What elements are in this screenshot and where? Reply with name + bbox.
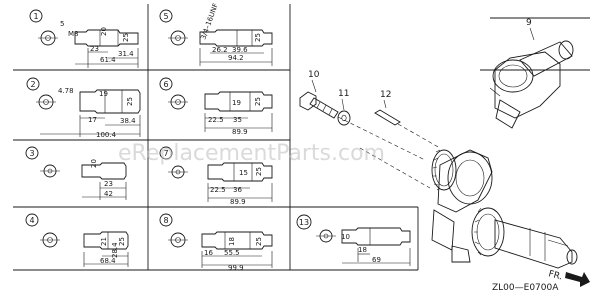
- dim-label: 26.2: [212, 46, 228, 54]
- part-number-12: 12: [380, 90, 391, 100]
- dim-label: 25: [118, 237, 126, 246]
- panel-3: 3 20 23 42: [25, 146, 127, 200]
- panel-number: 4: [29, 216, 34, 225]
- panel-number: 3: [29, 149, 34, 158]
- panel-8: 8 18 25 16 55.5 99.9: [159, 213, 273, 272]
- panel-number: 6: [163, 80, 168, 89]
- dim-label: 38.4: [120, 117, 136, 125]
- panel-7: 7 15 25 22.5 36 89.9: [159, 146, 273, 206]
- dim-label: 18: [228, 237, 236, 246]
- washer-part: 11: [337, 89, 351, 126]
- crankshaft-inset: 9: [480, 17, 590, 129]
- dim-label: 3/4–16UNF: [199, 2, 220, 41]
- part-number-9: 9: [526, 18, 532, 28]
- dim-label: 89.9: [232, 128, 248, 136]
- dim-label: 10: [341, 233, 350, 241]
- panel-1: 1 5 M8 20 25 23 31.4 61.4: [29, 9, 139, 68]
- dim-label: 23: [104, 180, 113, 188]
- alignment-lines: [337, 116, 441, 189]
- dim-label: 4.78: [58, 87, 74, 95]
- dim-label: 22.5: [210, 186, 226, 194]
- bolt-part: 10: [299, 70, 339, 119]
- dim-label: 15: [239, 169, 248, 177]
- dim-label: 25: [254, 97, 262, 106]
- panel-2: 2 4.78 19 25 17 38.4 100.4: [26, 77, 141, 139]
- dim-label: 17: [88, 116, 97, 124]
- dim-label: 36: [233, 186, 242, 194]
- part-number-11: 11: [338, 89, 349, 99]
- dim-label: 55.5: [224, 249, 240, 257]
- dim-label: 23: [90, 45, 99, 53]
- dim-label: 68.4: [100, 257, 116, 265]
- key-part: 12: [374, 90, 401, 126]
- panel-6: 6 19 25 22.5 35 89.9: [159, 77, 273, 136]
- dim-label: M8: [68, 30, 79, 38]
- dim-label: 94.2: [228, 54, 244, 62]
- diagram-code: ZL00—E0700A: [492, 283, 559, 293]
- dim-label: 19: [232, 99, 241, 107]
- dim-label: 100.4: [96, 131, 117, 139]
- dim-label: 61.4: [100, 56, 116, 64]
- panel-number: 5: [163, 12, 168, 21]
- dim-label: 99.9: [228, 264, 244, 272]
- dim-label: 16: [204, 249, 213, 257]
- front-arrow-icon: [565, 272, 590, 287]
- panel-5: 5 3/4–16UNF 25 26.2 39.6 94.2: [159, 2, 273, 66]
- front-label: FR.: [547, 269, 563, 282]
- panel-number: 7: [163, 149, 168, 158]
- dim-label: 89.9: [230, 198, 246, 206]
- dim-label: 28.4: [111, 242, 119, 258]
- dim-label: 25: [122, 33, 130, 42]
- panel-grid: [13, 4, 419, 271]
- dim-label: 18: [358, 246, 367, 254]
- crankshaft-main: [431, 149, 578, 269]
- dim-label: 22.5: [208, 116, 224, 124]
- dim-label: 25: [255, 237, 263, 246]
- footer: ZL00—E0700A FR.: [492, 269, 590, 293]
- panel-13: 13 10 18 69: [296, 214, 411, 266]
- panel-number: 13: [299, 218, 309, 227]
- dim-label: 39.6: [232, 46, 248, 54]
- dim-label: 20: [90, 159, 98, 168]
- panel-number: 2: [30, 80, 35, 89]
- part-number-10: 10: [308, 70, 320, 80]
- dim-label: 21: [100, 237, 108, 246]
- dim-label: 42: [104, 190, 113, 198]
- dim-label: 25: [126, 97, 134, 106]
- dim-label: 69: [372, 256, 381, 264]
- panel-number: 1: [33, 12, 38, 21]
- dim-label: 20: [100, 27, 108, 36]
- dim-label: 5: [60, 20, 64, 28]
- panel-number: 8: [163, 216, 168, 225]
- dim-label: 35: [233, 116, 242, 124]
- dim-label: 25: [254, 33, 262, 42]
- watermark-text: eReplacementParts.com: [118, 141, 385, 166]
- dim-label: 19: [99, 90, 108, 98]
- dim-label: 25: [255, 167, 263, 176]
- dim-label: 31.4: [118, 50, 134, 58]
- panel-4: 4 21 25 28.4 68.4: [25, 213, 129, 267]
